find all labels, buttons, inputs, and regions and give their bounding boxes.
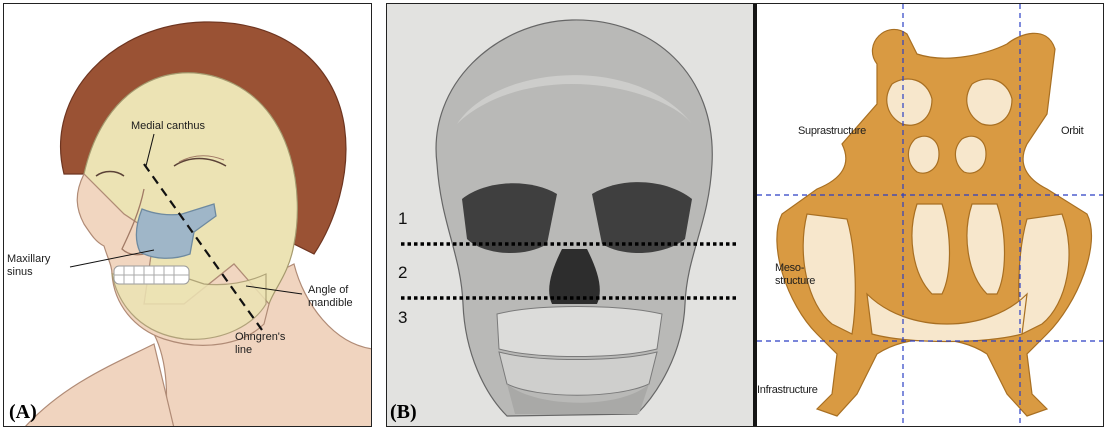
label-ohngrens-line: Ohngren's line	[235, 331, 285, 357]
label-medial-canthus: Medial canthus	[131, 120, 205, 133]
skull-photo	[436, 20, 712, 416]
label-mesostructure: Meso- structure	[775, 262, 815, 288]
panel-b-skull-and-sinus: 1 2 3 Suprastructure Orbit Meso- structu…	[386, 3, 1104, 427]
label-suprastructure: Suprastructure	[798, 125, 866, 138]
teeth	[114, 266, 189, 284]
panel-b-label: (B)	[390, 401, 417, 424]
right-orbit	[462, 183, 557, 253]
level-number-3: 3	[398, 308, 407, 328]
label-angle-of-mandible: Angle of mandible	[308, 284, 353, 310]
panel-a-label: (A)	[9, 401, 37, 424]
panel-divider	[753, 4, 757, 427]
sinus-cross-section	[777, 29, 1092, 416]
head-illustration	[4, 4, 372, 427]
maxillary-teeth	[497, 307, 662, 357]
panel-a-head-illustration: Medial canthus Maxillary sinus Angle of …	[3, 3, 372, 427]
label-infrastructure: Infrastructure	[757, 384, 818, 397]
panel-b-figure	[387, 4, 1104, 427]
label-orbit: Orbit	[1061, 125, 1083, 138]
label-maxillary-sinus: Maxillary sinus	[7, 253, 50, 279]
level-number-2: 2	[398, 263, 407, 283]
chin-shadow	[24, 344, 174, 427]
level-number-1: 1	[398, 209, 407, 229]
